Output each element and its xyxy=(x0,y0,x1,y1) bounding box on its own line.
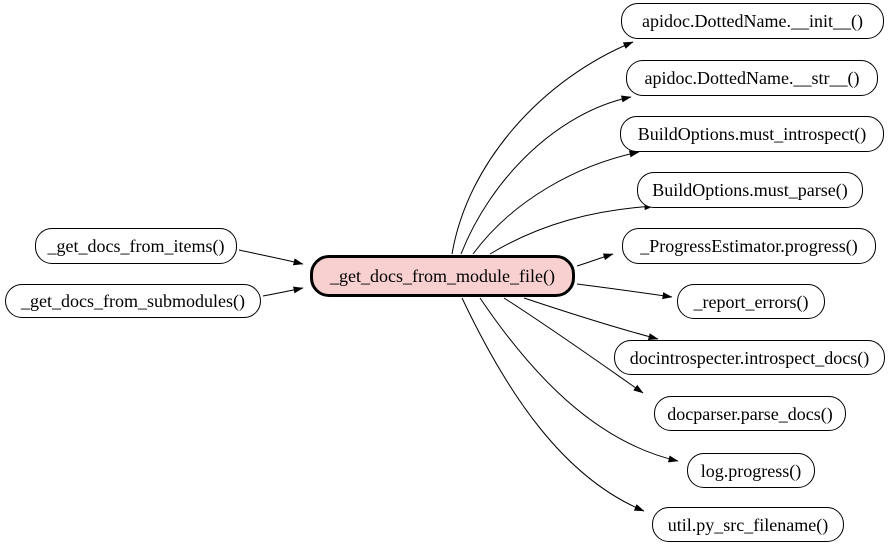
node-apidoc-dottedname-str[interactable]: apidoc.DottedName.__str__() xyxy=(626,60,878,96)
node-progress-estimator-progress[interactable]: _ProgressEstimator.progress() xyxy=(622,228,876,264)
edge-center-to-str xyxy=(460,95,632,255)
edge-center-to-must-introspect xyxy=(472,150,640,255)
node-docintrospecter-introspect-docs[interactable]: docintrospecter.introspect_docs() xyxy=(614,340,885,375)
edge-center-to-report-errors xyxy=(576,283,673,300)
edge-center-to-log-progress xyxy=(479,297,679,463)
edge-center-to-progress-estimator xyxy=(576,253,614,267)
node-get-docs-from-module-file[interactable]: _get_docs_from_module_file() xyxy=(310,255,575,297)
node-buildoptions-must-introspect[interactable]: BuildOptions.must_introspect() xyxy=(620,116,884,152)
node-buildoptions-must-parse[interactable]: BuildOptions.must_parse() xyxy=(637,172,863,208)
edge-center-to-py-src-filename xyxy=(461,297,645,512)
node-log-progress[interactable]: log.progress() xyxy=(687,453,815,488)
edge-center-to-parse-docs xyxy=(503,297,644,394)
node-util-py-src-filename[interactable]: util.py_src_filename() xyxy=(652,507,844,542)
edge-items-to-center xyxy=(238,249,304,266)
node-get-docs-from-items[interactable]: _get_docs_from_items() xyxy=(35,228,237,264)
edge-center-to-must-parse xyxy=(489,203,655,255)
edge-submodules-to-center xyxy=(262,286,304,297)
edge-center-to-init xyxy=(451,41,634,255)
node-apidoc-dottedname-init[interactable]: apidoc.DottedName.__init__() xyxy=(621,3,884,39)
edge-center-to-introspect-docs xyxy=(523,297,659,340)
node-get-docs-from-submodules[interactable]: _get_docs_from_submodules() xyxy=(5,284,261,318)
node-report-errors[interactable]: _report_errors() xyxy=(677,284,825,319)
node-docparser-parse-docs[interactable]: docparser.parse_docs() xyxy=(654,396,846,431)
